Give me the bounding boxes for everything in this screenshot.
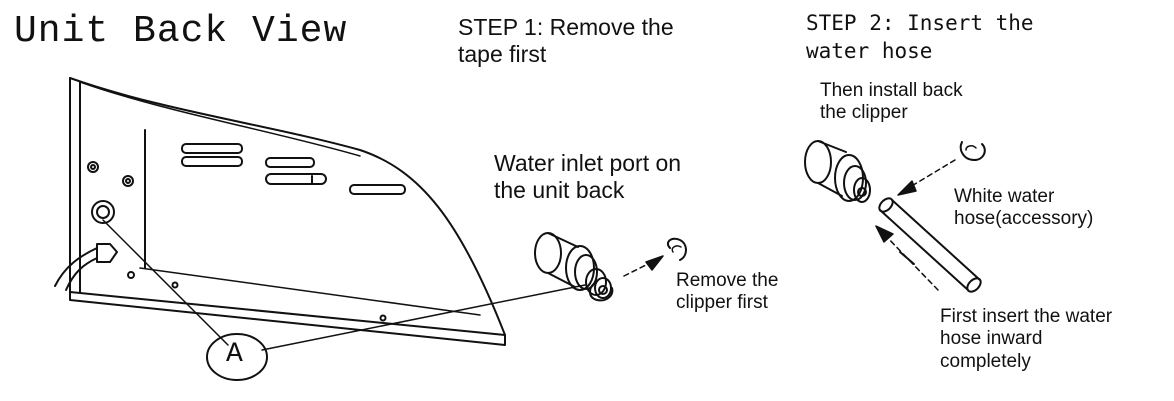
step1-heading-line2: tape first bbox=[458, 41, 547, 68]
then-install-line2: the clipper bbox=[820, 102, 908, 124]
step2-clipper bbox=[959, 141, 986, 161]
callout-a-label: A bbox=[226, 339, 243, 370]
step2-heading-line2: water hose bbox=[806, 38, 933, 63]
step1-clipper bbox=[666, 237, 687, 261]
callout-leaders bbox=[102, 219, 586, 351]
then-install-line1: Then install back bbox=[820, 80, 963, 101]
white-water-hose bbox=[878, 197, 982, 293]
step2-fitting bbox=[804, 140, 871, 203]
white-hose-line2: hose(accessory) bbox=[954, 208, 1094, 230]
water-inlet-line2: the unit back bbox=[494, 177, 625, 204]
step1-fitting bbox=[534, 232, 614, 302]
step1-heading: STEP 1: Remove the tape first bbox=[458, 14, 674, 68]
remove-clipper-label: Remove the clipper first bbox=[676, 270, 778, 315]
water-inlet-line1: Water inlet port on bbox=[494, 150, 682, 176]
unit-back-panel bbox=[54, 77, 506, 346]
step2-clip-arrow bbox=[897, 159, 956, 196]
white-hose-line1: White water bbox=[954, 186, 1055, 207]
callout-a-circle bbox=[206, 333, 268, 381]
step2-heading-line1: STEP 2: Insert the bbox=[806, 11, 1034, 35]
first-insert-label: First insert the water hose inward compl… bbox=[940, 306, 1112, 373]
water-inlet-label: Water inlet port on the unit back bbox=[494, 150, 681, 204]
step1-arrow bbox=[623, 255, 664, 277]
step2-heading: STEP 2: Insert the water hose bbox=[806, 10, 1034, 65]
then-install-label: Then install back the clipper bbox=[820, 80, 963, 125]
step1-heading-line1: STEP 1: Remove the bbox=[458, 14, 674, 40]
hose-insert-arrow bbox=[875, 225, 939, 291]
first-insert-line3: completely bbox=[940, 350, 1031, 372]
white-hose-label: White water hose(accessory) bbox=[954, 186, 1093, 231]
remove-clipper-line2: clipper first bbox=[676, 292, 768, 314]
remove-clipper-line1: Remove the bbox=[676, 270, 779, 291]
first-insert-line1: First insert the water bbox=[940, 306, 1113, 327]
page-title: Unit Back View bbox=[14, 10, 348, 53]
first-insert-line2: hose inward bbox=[940, 328, 1043, 350]
